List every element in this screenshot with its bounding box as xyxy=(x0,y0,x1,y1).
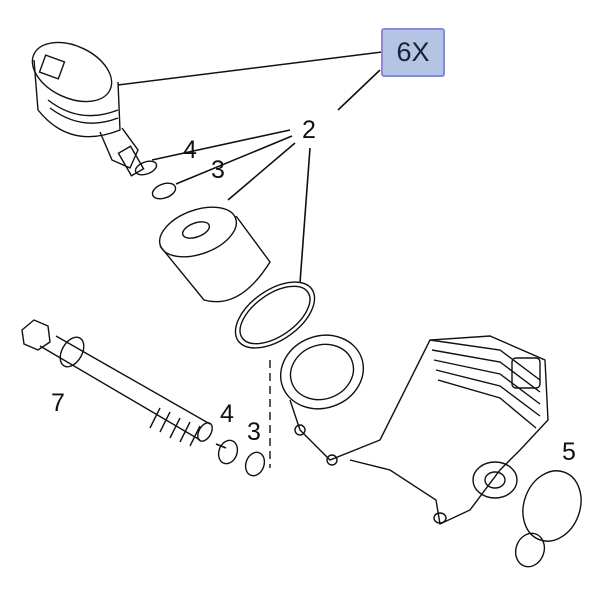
seal-ring-lower-3 xyxy=(244,451,266,477)
seal-ring-lower-4 xyxy=(217,439,239,465)
callout-4-lower: 4 xyxy=(220,400,234,428)
seal-ring-upper-4 xyxy=(134,160,158,176)
filter-cap xyxy=(31,41,145,177)
bolt xyxy=(21,319,213,447)
callout-2: 2 xyxy=(302,116,316,144)
seal-ring-upper-3 xyxy=(151,182,177,200)
callout-3-upper: 3 xyxy=(211,156,225,184)
callout-7: 7 xyxy=(51,389,65,417)
gasket xyxy=(522,470,582,542)
quantity-badge: 6X xyxy=(381,28,445,77)
filter-element xyxy=(158,206,271,303)
oil-filter-housing xyxy=(279,334,549,526)
leader-lines xyxy=(117,51,383,449)
o-ring xyxy=(234,281,316,349)
callout-4-upper: 4 xyxy=(183,136,197,164)
callout-3-lower: 3 xyxy=(247,418,261,446)
callout-5: 5 xyxy=(562,438,576,466)
